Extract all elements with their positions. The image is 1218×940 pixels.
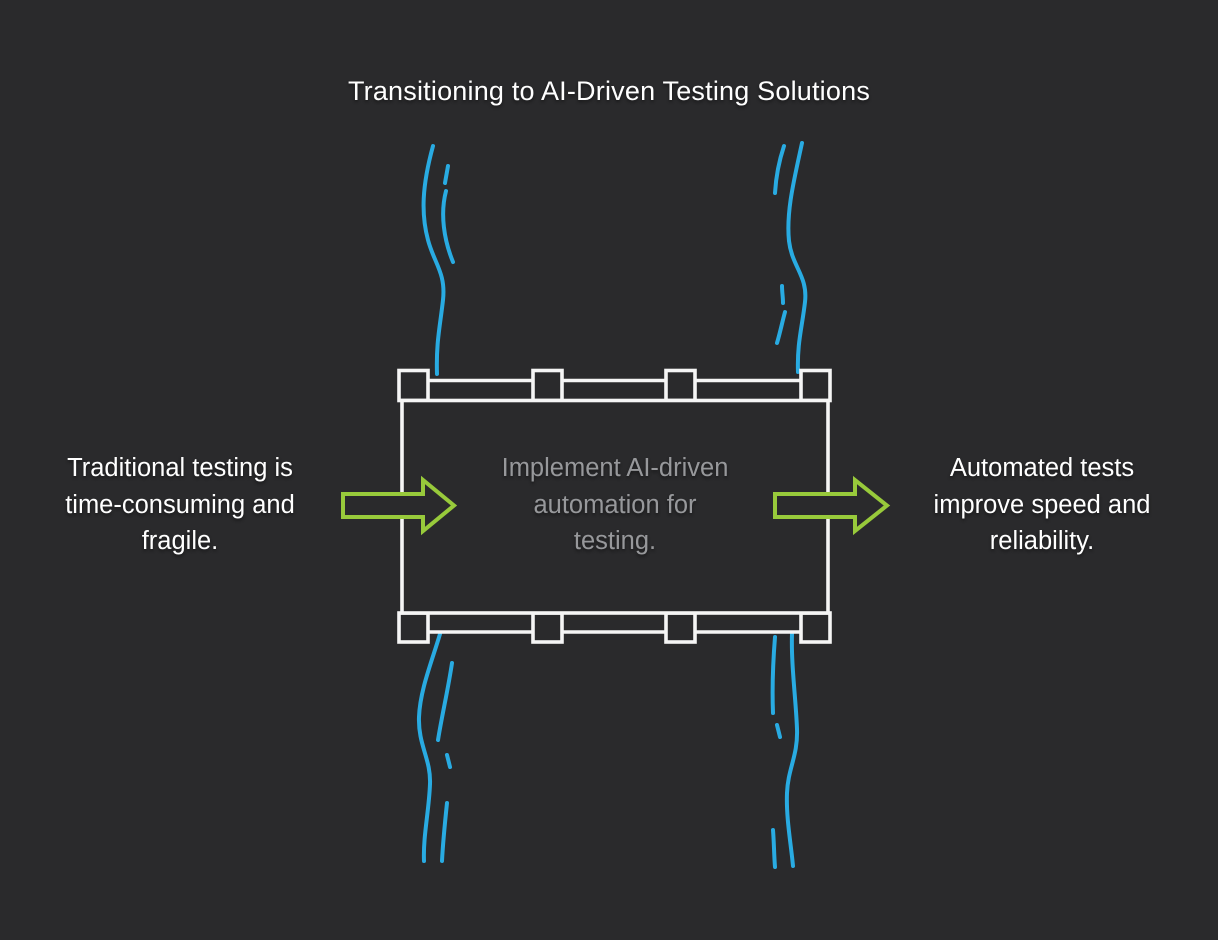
machine-tab <box>799 611 832 644</box>
machine-label-line-3: testing. <box>573 527 657 555</box>
machine-tab <box>664 611 697 644</box>
machine-tab <box>664 368 697 403</box>
machine-tab <box>397 611 430 644</box>
left-note-line-3: fragile. <box>141 527 219 555</box>
conveyor-machine-icon <box>397 368 832 644</box>
machine-label-line-1: Implement AI-driven <box>501 454 729 482</box>
flow-stream-bottom-left-icon <box>416 632 454 863</box>
machine-tab <box>531 368 564 403</box>
machine-tab <box>397 368 430 403</box>
wavy-line <box>416 632 442 863</box>
machine-label-line-2: automation for <box>533 490 697 519</box>
arrow-outline <box>773 475 891 536</box>
wavy-line-dash <box>443 164 450 185</box>
wavy-line-dash <box>770 635 777 715</box>
right-note: Automated tests improve speed and reliab… <box>877 450 1207 560</box>
wavy-line-dash <box>773 144 786 195</box>
wavy-line-dash <box>436 661 454 742</box>
wavy-line-dash <box>445 753 452 769</box>
wavy-line <box>786 141 808 374</box>
arrow-outline <box>341 475 458 536</box>
wavy-line-dash <box>775 310 787 345</box>
wavy-line-dash <box>780 284 785 305</box>
right-arrow-right-icon <box>773 475 891 536</box>
machine-body <box>400 398 830 615</box>
flow-stream-top-right-icon <box>773 141 808 374</box>
flow-stream-top-left-icon <box>421 144 455 376</box>
wavy-line-dash <box>440 801 449 863</box>
right-note-line-3: reliability. <box>989 527 1095 555</box>
machine-tab <box>799 368 832 403</box>
flow-stream-bottom-right-icon <box>770 632 800 869</box>
left-note: Traditional testing is time-consuming an… <box>15 450 345 560</box>
wavy-line <box>421 144 446 376</box>
machine-label: Implement AI-driven automation for testi… <box>430 450 800 560</box>
left-arrow-right-icon <box>341 475 458 536</box>
wavy-line-dash <box>775 723 782 739</box>
left-note-line-2: time-consuming and <box>65 490 295 519</box>
wavy-line-dash <box>441 189 455 264</box>
wavy-line-dash <box>771 828 777 869</box>
diagram-title: Transitioning to AI-Driven Testing Solut… <box>347 76 871 106</box>
wavy-line <box>784 632 800 868</box>
right-note-line-2: improve speed and <box>933 490 1151 519</box>
machine-tab <box>531 611 564 644</box>
right-note-line-1: Automated tests <box>949 454 1135 482</box>
left-note-line-1: Traditional testing is <box>67 454 293 482</box>
